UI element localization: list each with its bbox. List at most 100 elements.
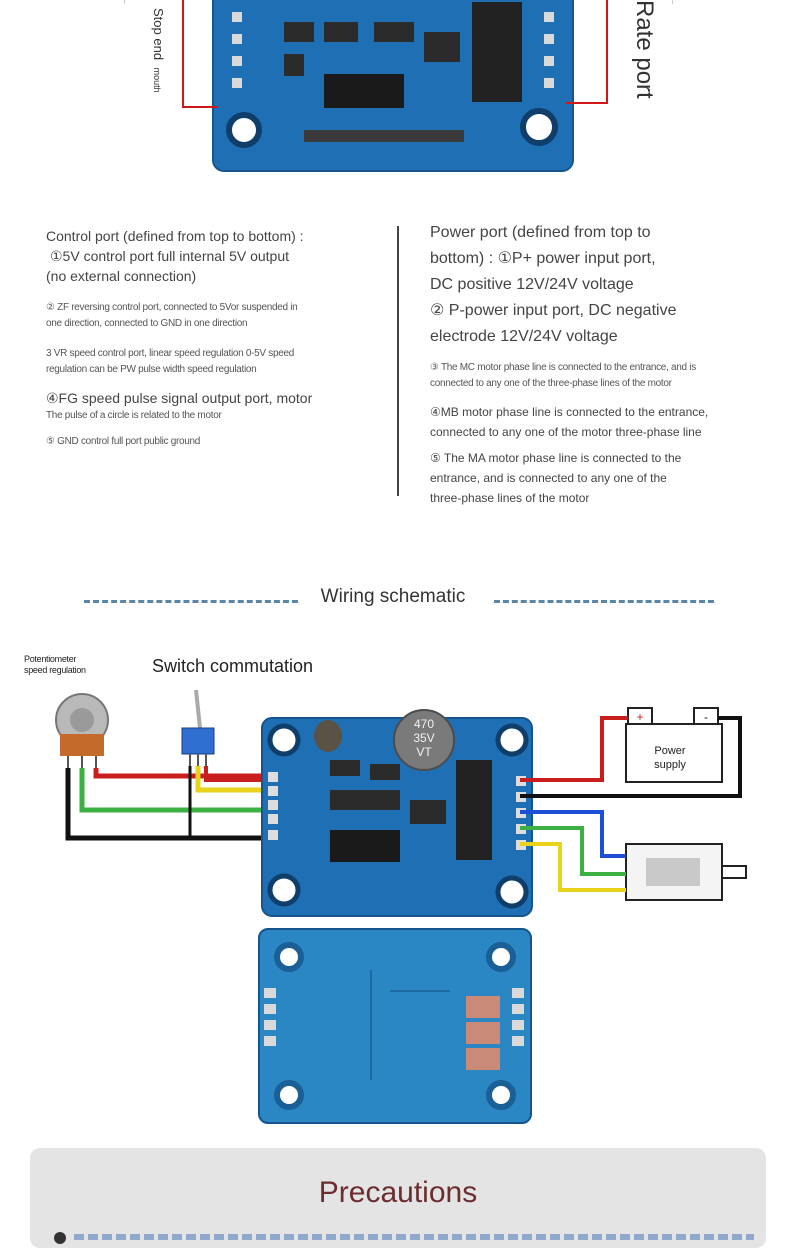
switch-body bbox=[181, 727, 215, 755]
switch-lever bbox=[194, 689, 202, 729]
battery-minus-text: - bbox=[704, 710, 708, 724]
mount-hole bbox=[274, 942, 304, 972]
smd-component bbox=[324, 22, 358, 42]
mosfet-array bbox=[472, 2, 522, 102]
header-pin bbox=[264, 1020, 276, 1030]
wire-red-switch bbox=[204, 766, 276, 782]
wire-black-left bbox=[65, 768, 276, 841]
control-port-heading: Control port (defined from top to bottom… bbox=[46, 228, 304, 244]
wiring-diagram: 470 35V VT + - Power supply bbox=[55, 689, 747, 917]
wire-red-right bbox=[520, 716, 628, 782]
power-port-line-2: bottom) : ①P+ power input port, bbox=[430, 250, 656, 267]
smd-component bbox=[424, 32, 460, 62]
mosfet-array bbox=[456, 760, 492, 860]
header-pin bbox=[268, 830, 278, 840]
stop-end-label-small: mouth bbox=[152, 67, 162, 93]
power-port-item-5: ⑤ The MA motor phase line is connected t… bbox=[430, 451, 682, 465]
mount-hole bbox=[486, 942, 516, 972]
top-board-section: Stop end mouth Rate port bbox=[0, 0, 800, 200]
large-capacitor bbox=[393, 709, 455, 771]
wire-yellow-left bbox=[195, 766, 276, 793]
smd-component bbox=[330, 790, 400, 810]
header-pin bbox=[268, 772, 278, 782]
header-pin bbox=[232, 56, 242, 66]
control-port-item-3: 3 VR speed control port, linear speed re… bbox=[46, 348, 295, 359]
stop-end-label: Stop end mouth bbox=[148, 8, 168, 128]
pcb-trace bbox=[390, 990, 450, 992]
control-port-item-4: ④FG speed pulse signal output port, moto… bbox=[46, 390, 313, 406]
power-port-item-3: ③ The MC motor phase line is connected t… bbox=[430, 362, 696, 373]
pcb-trace bbox=[370, 970, 372, 1080]
power-supply-text: supply bbox=[654, 759, 686, 771]
power-port-line-3: DC positive 12V/24V voltage bbox=[430, 276, 634, 293]
stop-end-label-text: Stop end bbox=[151, 8, 166, 61]
stop-end-callout-line-h bbox=[182, 106, 218, 108]
mount-hole bbox=[267, 723, 301, 757]
mount-hole bbox=[274, 1080, 304, 1110]
motor-label-area bbox=[646, 858, 700, 886]
title-dash-left bbox=[84, 600, 298, 603]
mount-hole bbox=[495, 875, 529, 909]
potentiometer-label: Potentiometer speed regulation bbox=[24, 654, 86, 676]
battery-plus-text: + bbox=[636, 710, 643, 724]
smd-component bbox=[370, 764, 400, 780]
potentiometer bbox=[55, 693, 109, 768]
copper-pad bbox=[466, 1022, 500, 1044]
smd-component bbox=[284, 54, 304, 76]
control-port-item-1b: (no external connection) bbox=[46, 268, 197, 284]
control-port-item-1: ①5V control port full internal 5V output bbox=[50, 248, 290, 264]
header-pin bbox=[512, 1020, 524, 1030]
smd-component bbox=[330, 760, 360, 776]
potentiometer-label-line-2: speed regulation bbox=[24, 665, 86, 675]
header-pin bbox=[264, 1004, 276, 1014]
rate-port-callout-line-h bbox=[566, 102, 608, 104]
capacitor-text: 470 bbox=[414, 717, 434, 731]
precautions-title: Precautions bbox=[318, 1176, 478, 1209]
power-port-item-5c: three-phase lines of the motor bbox=[430, 491, 590, 505]
control-port-item-5: ⑤ GND control full port public ground bbox=[46, 436, 201, 447]
precautions-panel: Precautions bbox=[30, 1148, 766, 1248]
power-port-item-4b: connected to any one of the motor three-… bbox=[430, 425, 702, 439]
smd-component bbox=[284, 22, 314, 42]
header-pin bbox=[232, 12, 242, 22]
header-pin bbox=[512, 1004, 524, 1014]
potentiometer-base bbox=[60, 734, 104, 756]
power-port-column: Power port (defined from top to bottom) … bbox=[430, 220, 770, 508]
header-pin bbox=[512, 988, 524, 998]
capacitor-text: 35V bbox=[413, 731, 434, 745]
header-pin bbox=[544, 56, 554, 66]
mount-hole bbox=[486, 1080, 516, 1110]
smd-component bbox=[410, 800, 446, 824]
power-port-item-4: ④MB motor phase line is connected to the… bbox=[430, 405, 709, 419]
rate-port-label: Rate port bbox=[630, 0, 660, 130]
rate-port-callout-line bbox=[606, 0, 608, 104]
smd-component bbox=[374, 22, 414, 42]
potentiometer-label-line-1: Potentiometer bbox=[24, 654, 77, 664]
wire-yellow-right bbox=[520, 842, 626, 892]
header-pin bbox=[268, 814, 278, 824]
control-port-item-2b: one direction, connected to GND in one d… bbox=[46, 318, 248, 329]
wire-blue-right bbox=[520, 810, 626, 858]
capacitor-text: VT bbox=[416, 745, 432, 759]
stop-end-callout-line bbox=[182, 0, 184, 108]
top-frame-line-left bbox=[124, 0, 125, 4]
header-pin bbox=[264, 1036, 276, 1046]
toggle-switch bbox=[181, 689, 215, 766]
back-pcb-board bbox=[258, 928, 532, 1124]
wire-red-left bbox=[93, 768, 276, 779]
precautions-bullet bbox=[54, 1232, 66, 1244]
power-supply-box bbox=[625, 723, 723, 783]
wire-green-right bbox=[520, 826, 626, 876]
top-frame-line-right bbox=[672, 0, 673, 4]
header-pin bbox=[544, 78, 554, 88]
power-port-item-5b: entrance, and is connected to any one of… bbox=[430, 471, 667, 485]
power-port-item-3b: connected to any one of the three-phase … bbox=[430, 378, 672, 389]
title-dash-right bbox=[494, 600, 714, 603]
driver-chip bbox=[330, 830, 400, 862]
mount-hole bbox=[495, 723, 529, 757]
driver-chip bbox=[324, 74, 404, 108]
power-port-line-4: ② P-power input port, DC negative bbox=[430, 302, 677, 319]
small-capacitor bbox=[314, 720, 342, 752]
power-supply-text: Power bbox=[654, 745, 686, 757]
mount-hole bbox=[520, 108, 558, 146]
